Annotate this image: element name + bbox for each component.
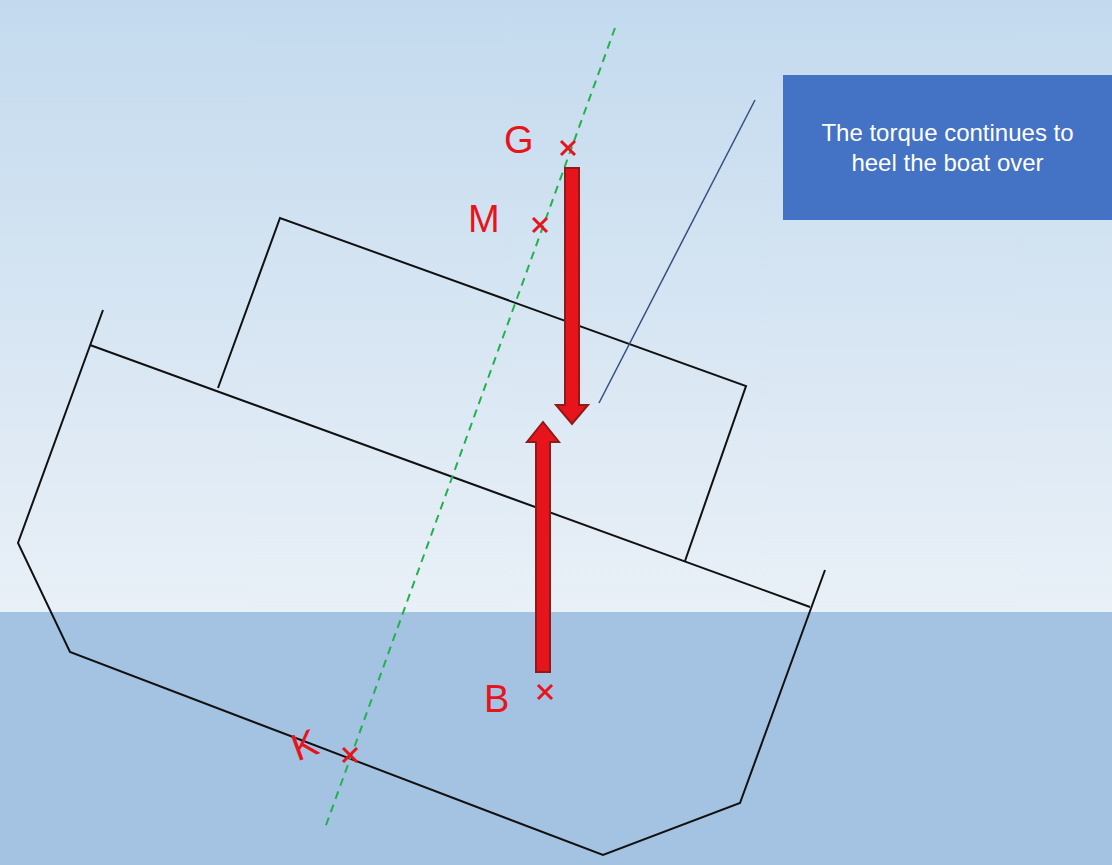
sky — [0, 0, 1112, 612]
point-label: B — [484, 680, 509, 718]
centreline — [325, 28, 615, 828]
leader-line — [599, 100, 755, 403]
force-arrows — [527, 168, 588, 672]
point-marks — [343, 141, 575, 762]
callout-text: The torque continues to heel the boat ov… — [807, 118, 1088, 178]
point-label: G — [504, 121, 534, 159]
point-label: K — [286, 723, 323, 767]
hull-outline — [18, 218, 825, 855]
point-label: M — [468, 200, 500, 238]
water — [0, 612, 1112, 865]
callout-box: The torque continues to heel the boat ov… — [783, 75, 1112, 220]
